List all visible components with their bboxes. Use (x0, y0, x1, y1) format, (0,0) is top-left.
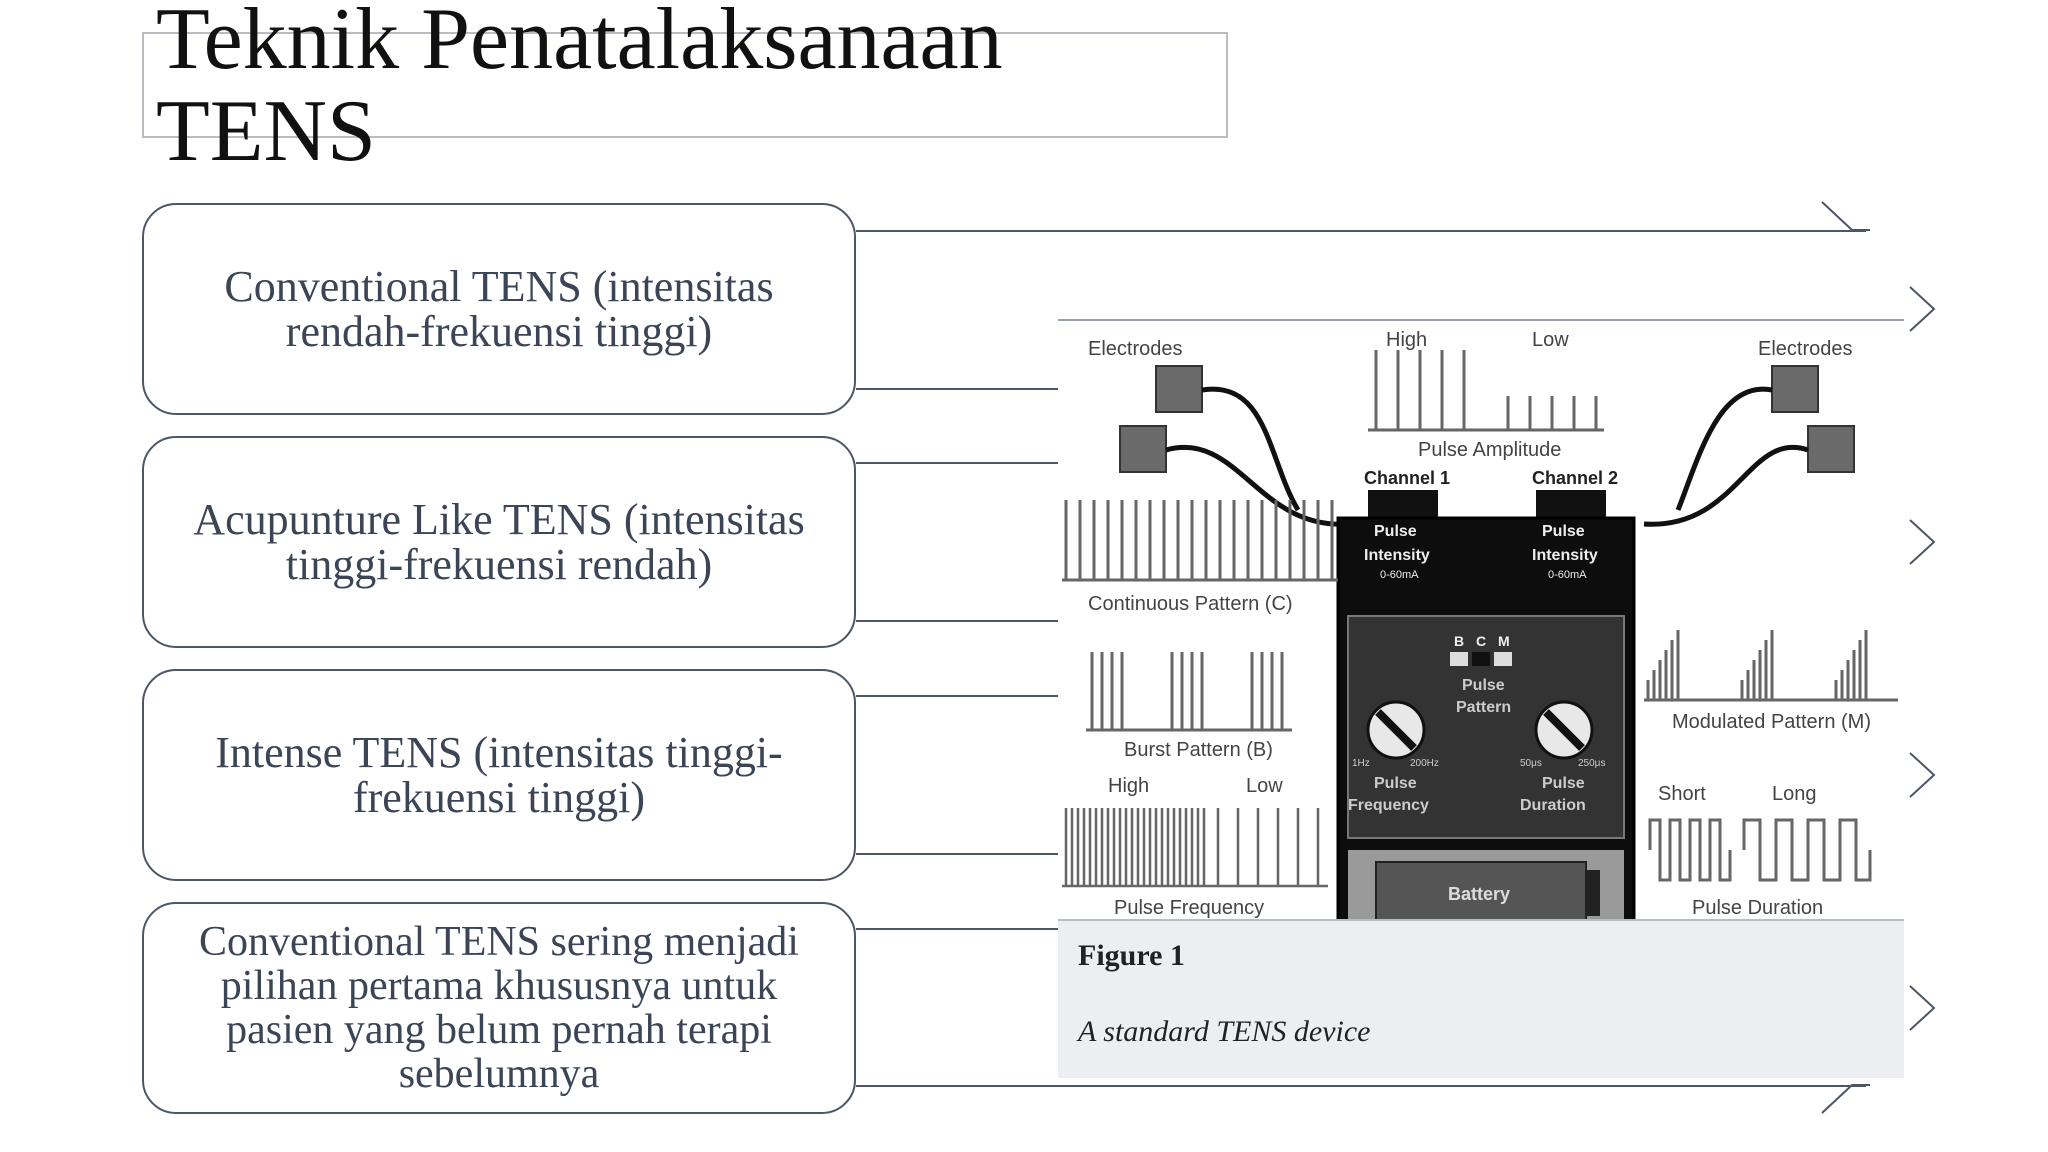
channel-1-jack (1368, 490, 1438, 520)
connector-top (856, 230, 1866, 232)
electrodes-right-label: Electrodes (1758, 338, 1853, 360)
title-frame (142, 32, 1228, 138)
list-item-acupuncture-like-tens: Acupunture Like TENS (intensitas tinggi-… (142, 436, 856, 648)
connector-line (856, 853, 1058, 855)
pulse-frequency-label: Pulse Frequency (1114, 897, 1264, 919)
channel-2-jack (1536, 490, 1606, 520)
band-arrow-top-icon (1821, 201, 1870, 231)
pulse-frequency-knob-label: Frequency (1348, 797, 1429, 814)
pulse-amplitude-waveform (1368, 350, 1604, 432)
duration-max-label: 250μs (1578, 758, 1605, 769)
electrode-pad (1771, 365, 1819, 413)
pattern-switch (1472, 652, 1490, 666)
pulse-intensity-label: Pulse (1374, 523, 1417, 540)
tens-device-figure: Electrodes Electrodes High Low Pulse Amp… (1058, 310, 1904, 1000)
pattern-switch (1494, 652, 1512, 666)
band-arrow-bottom-icon (1821, 1084, 1870, 1114)
electrode-pad (1807, 425, 1855, 473)
chevron-right-icon (1909, 519, 1936, 565)
connector-line (856, 388, 1058, 390)
chevron-right-icon (1909, 286, 1936, 332)
pattern-switch (1450, 652, 1468, 666)
list-item-text: Conventional TENS (intensitas rendah-fre… (224, 262, 774, 356)
electrode-wire (1675, 386, 1773, 511)
figure-number: Figure 1 (1078, 939, 1185, 972)
electrode-pad (1119, 425, 1167, 473)
pattern-c-label: C (1476, 633, 1486, 649)
electrodes-left-label: Electrodes (1088, 338, 1183, 360)
frequency-max-label: 200Hz (1410, 758, 1439, 769)
frequency-min-label: 1Hz (1352, 758, 1370, 769)
pulse-intensity-label: Pulse (1542, 523, 1585, 540)
figure-caption-text: A standard TENS device (1078, 1015, 1371, 1048)
modulated-pattern-label: Modulated Pattern (M) (1672, 711, 1871, 733)
knob-indicator (1543, 709, 1585, 751)
intensity-range-label: 0-60mA (1548, 569, 1587, 581)
pulse-amplitude-label: Pulse Amplitude (1418, 439, 1561, 461)
figure-caption: Figure 1 A standard TENS device (1058, 919, 1904, 1078)
pattern-b-label: B (1454, 633, 1464, 649)
connector-line (856, 928, 1058, 930)
pulse-duration-knob-label: Pulse (1542, 775, 1585, 792)
electrode-pad (1155, 365, 1203, 413)
short-duration-waveform (1648, 818, 1732, 882)
pulse-pattern-label: Pattern (1456, 699, 1511, 716)
frequency-high-label: High (1108, 775, 1149, 797)
pulse-intensity-label: Intensity (1532, 547, 1598, 564)
burst-pattern-waveform (1086, 652, 1292, 732)
connector-line (856, 695, 1058, 697)
list-item-conventional-tens: Conventional TENS (intensitas rendah-fre… (142, 203, 856, 415)
connector-line (856, 462, 1058, 464)
frequency-low-label: Low (1246, 775, 1283, 797)
long-duration-waveform (1742, 818, 1872, 882)
duration-long-label: Long (1772, 783, 1817, 805)
pulse-frequency-knob-label: Pulse (1374, 775, 1417, 792)
pulse-duration-knob-label: Duration (1520, 797, 1586, 814)
list-item-text: Acupunture Like TENS (intensitas tinggi-… (193, 495, 805, 589)
pulse-pattern-label: Pulse (1462, 677, 1505, 694)
channel-2-label: Channel 2 (1532, 468, 1618, 488)
title-line-2: TENS (156, 83, 376, 180)
amplitude-low-label: Low (1532, 329, 1569, 351)
amplitude-high-label: High (1386, 329, 1427, 351)
electrode-wire (1643, 445, 1809, 527)
list-item-intense-tens: Intense TENS (intensitas tinggi-frekuens… (142, 669, 856, 881)
battery-label: Battery (1448, 884, 1510, 904)
list-item-conventional-note: Conventional TENS sering menjadi pilihan… (142, 902, 856, 1114)
pulse-intensity-label: Intensity (1364, 547, 1430, 564)
battery-terminal (1586, 870, 1600, 916)
modulated-pattern-waveform (1644, 630, 1898, 702)
pattern-m-label: M (1498, 633, 1510, 649)
connector-bottom (856, 1085, 1866, 1087)
continuous-pattern-label: Continuous Pattern (C) (1088, 593, 1293, 615)
pulse-duration-label: Pulse Duration (1692, 897, 1823, 919)
channel-1-label: Channel 1 (1364, 468, 1450, 488)
intensity-range-label: 0-60mA (1380, 569, 1419, 581)
battery (1375, 861, 1587, 925)
continuous-pattern-waveform (1062, 500, 1338, 582)
burst-pattern-label: Burst Pattern (B) (1124, 739, 1273, 761)
pulse-frequency-waveform (1062, 808, 1328, 888)
connector-line (856, 620, 1058, 622)
chevron-right-icon (1909, 985, 1936, 1031)
duration-min-label: 50μs (1520, 758, 1542, 769)
knob-indicator (1375, 709, 1417, 751)
chevron-right-icon (1909, 752, 1936, 798)
list-item-text: Conventional TENS sering menjadi pilihan… (199, 919, 799, 1097)
list-item-text: Intense TENS (intensitas tinggi-frekuens… (215, 728, 783, 822)
electrode-wire (1201, 386, 1301, 512)
title-line-1: Teknik Penatalaksanaan (156, 0, 1003, 88)
duration-short-label: Short (1658, 783, 1706, 805)
